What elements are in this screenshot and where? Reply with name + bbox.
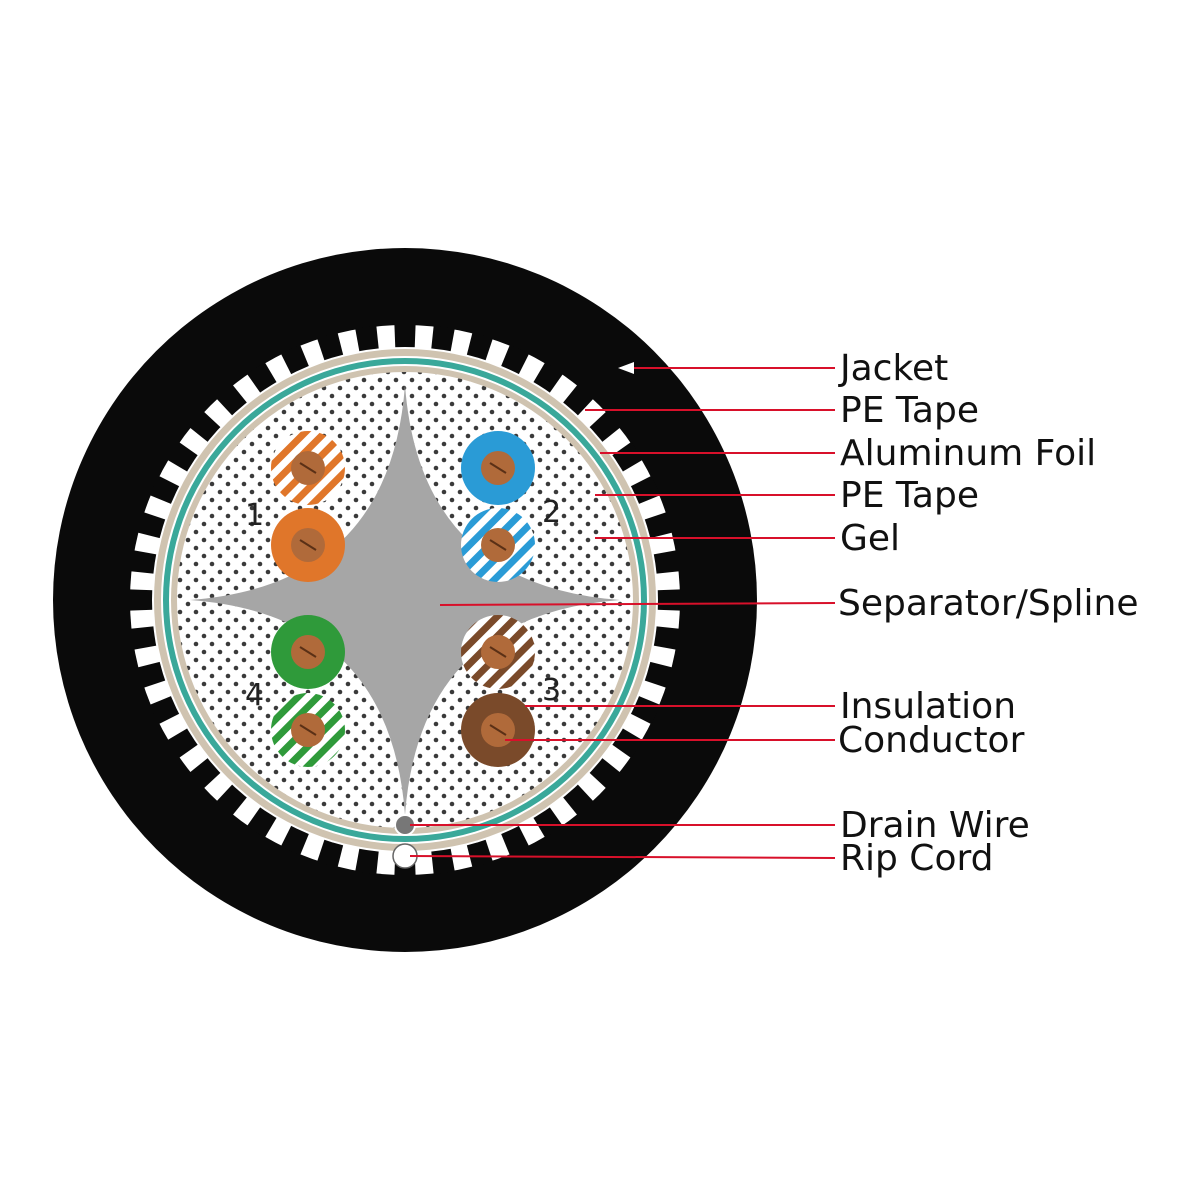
jacket-tooth [317,838,344,868]
jacket-tooth [431,325,455,353]
jacket-tooth [129,589,154,611]
jacket-tooth [630,695,661,725]
jacket-tooth [137,661,167,688]
leader-rip-cord [409,855,836,859]
separator-spline [190,385,620,815]
jacket-tooth [216,384,248,417]
pair-number-4: 4 [245,678,264,713]
jacket-tooth [355,847,379,875]
jacket-tooth [317,332,344,362]
jacket-tooth [189,411,222,443]
jacket-tooth [167,441,199,472]
label-jacket: Jacket [838,348,948,389]
jacket-tooth [137,512,167,539]
jacket-tooth [643,512,673,539]
label-aluminum-foil: Aluminum Foil [840,433,1096,474]
arrow-jacket [618,362,634,374]
pair-number-1: 1 [245,498,264,533]
jacket-tooth [533,806,564,838]
jacket-tooth [149,475,180,505]
label-drain-wire: Drain Wire [840,805,1030,846]
jacket-tooth [500,825,530,856]
label-pe-tape-outer: PE Tape [840,390,979,431]
jacket-tooth [130,626,158,650]
jacket-tooth [466,838,493,868]
jacket-tooth [652,550,680,574]
jacket-tooth [355,325,379,353]
jacket-tooth [630,475,661,505]
jacket-tooth [280,825,310,856]
pair-number-2: 2 [542,495,561,530]
label-conductor: Conductor [838,720,1025,761]
jacket-tooth [588,757,621,789]
jacket-tooth [643,661,673,688]
label-gel: Gel [840,518,900,559]
pair-number-3: 3 [542,673,561,708]
jacket-tooth [466,332,493,362]
jacket-tooth [246,362,277,394]
leader-separator [439,602,836,606]
conductor-strand-marks [299,462,507,736]
label-pe-tape-inner: PE Tape [840,475,979,516]
jacket-tooth [130,550,158,574]
jacket-tooth [394,324,416,349]
jacket-teeth [129,324,681,876]
jacket-tooth [149,695,180,725]
jacket-tooth [611,728,643,759]
jacket-tooth [562,384,594,417]
jacket-tooth [167,728,199,759]
jacket-tooth [280,344,310,375]
label-insulation: Insulation [840,686,1016,727]
jacket-tooth [533,362,564,394]
jacket-tooth [216,783,248,816]
jacket-tooth [611,441,643,472]
jacket-tooth [189,757,222,789]
jacket-tooth [500,344,530,375]
jacket-tooth [562,783,594,816]
label-rip-cord: Rip Cord [840,838,994,879]
label-separator: Separator/Spline [838,583,1139,624]
jacket-tooth [588,411,621,443]
jacket-tooth [246,806,277,838]
jacket-tooth [431,847,455,875]
jacket-tooth [656,589,681,611]
jacket-tooth [652,626,680,650]
leader-lines [409,362,836,859]
